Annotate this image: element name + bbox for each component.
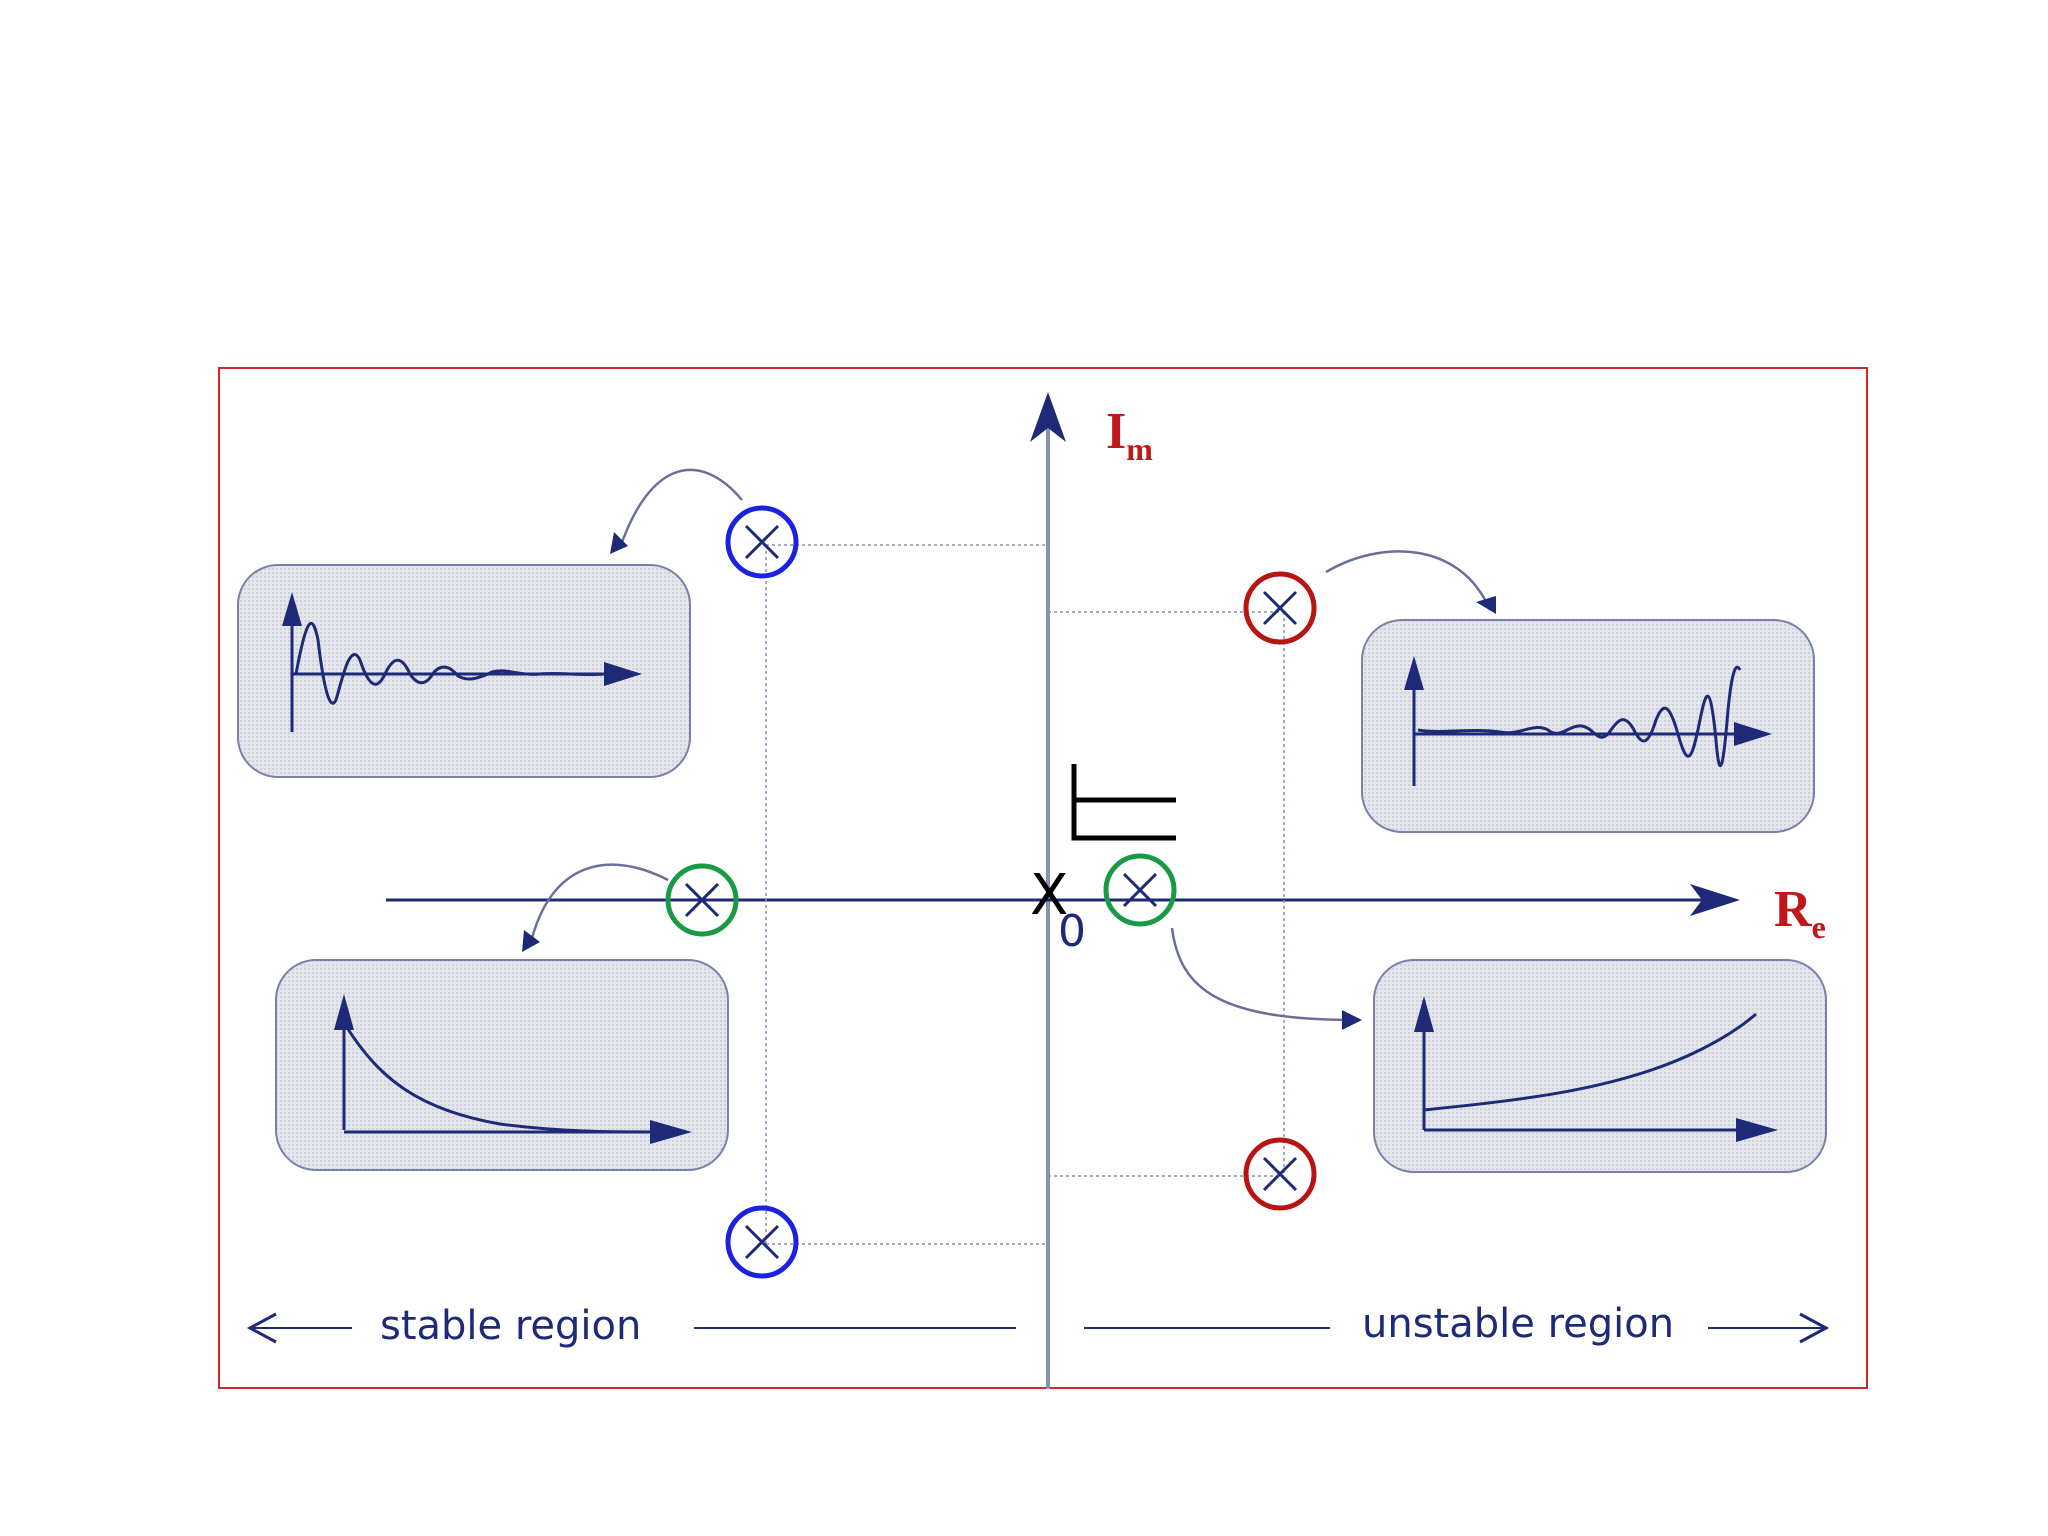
pole-real-positive bbox=[1103, 853, 1177, 927]
stable-region-label: stable region bbox=[380, 1303, 642, 1349]
imaginary-axis-subscript: m bbox=[1126, 431, 1153, 467]
diagram-frame bbox=[218, 367, 1868, 1389]
curved-arrow-heads bbox=[522, 532, 1496, 1030]
response-box-growing-oscillation bbox=[1361, 619, 1815, 833]
curved-arrows bbox=[528, 468, 1492, 1022]
response-box-damped-oscillation bbox=[237, 564, 691, 778]
real-axis bbox=[386, 884, 1740, 916]
origin-zero-label: 0 bbox=[1058, 906, 1086, 957]
response-box-decay bbox=[275, 959, 729, 1171]
guide-lines bbox=[765, 544, 1285, 1245]
unstable-region-label: unstable region bbox=[1362, 1301, 1675, 1347]
step-symbol-icon bbox=[1071, 764, 1176, 841]
stable-region-arrow bbox=[246, 1312, 1016, 1344]
pole-stable-lower bbox=[725, 1205, 799, 1279]
origin-marker: X bbox=[1030, 863, 1069, 928]
real-axis-label: Re bbox=[1774, 881, 1826, 945]
pole-unstable-lower bbox=[1243, 1137, 1317, 1211]
pole-real-negative bbox=[665, 863, 739, 937]
response-box-growth bbox=[1373, 959, 1827, 1173]
imaginary-axis-label: Im bbox=[1106, 403, 1153, 467]
real-axis-subscript: e bbox=[1811, 909, 1826, 945]
imaginary-axis bbox=[1030, 392, 1066, 1389]
pole-unstable-upper bbox=[1243, 571, 1317, 645]
pole-stable-upper bbox=[725, 505, 799, 579]
unstable-region-arrow bbox=[1084, 1312, 1830, 1344]
